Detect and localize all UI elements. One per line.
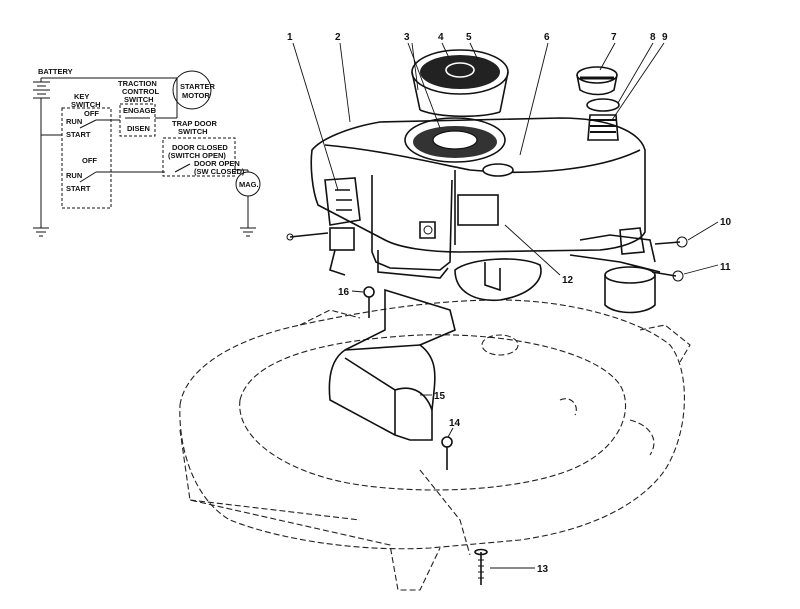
door-open-label-1: DOOR OPEN — [194, 159, 240, 168]
screw-16 — [363, 286, 375, 318]
part-callouts: 1 2 3 4 5 6 7 8 9 10 11 12 13 14 15 16 — [287, 32, 732, 575]
start-label-lower: START — [66, 184, 91, 193]
battery-symbol — [33, 81, 50, 237]
traction-label-3: SWITCH — [124, 95, 154, 104]
leader-lines — [292, 42, 719, 569]
carburetor — [569, 227, 661, 314]
run-label-upper: RUN — [66, 117, 82, 126]
callout-2: 2 — [335, 32, 341, 43]
key-switch-box — [61, 107, 112, 209]
mower-deck-phantom — [179, 299, 691, 591]
callout-6: 6 — [544, 32, 550, 43]
battery-label: BATTERY — [38, 67, 73, 76]
fuel-filler-neck — [587, 114, 619, 141]
disen-label: DISEN — [127, 124, 150, 133]
callout-11: 11 — [720, 262, 731, 273]
start-label-upper: START — [66, 130, 91, 139]
engage-label: ENGAGE — [123, 106, 156, 115]
trap-door-label-2: SWITCH — [178, 127, 208, 136]
control-bracket — [324, 177, 361, 276]
starter-motor-symbol — [172, 70, 212, 110]
callout-10: 10 — [720, 217, 732, 228]
starter-label-1: STARTER — [180, 82, 215, 91]
screw-10 — [654, 241, 681, 245]
engine-decal — [457, 194, 499, 226]
callout-3: 3 — [404, 32, 410, 43]
key-switch-label-1: KEY — [74, 92, 89, 101]
callout-9: 9 — [662, 32, 668, 43]
callout-12: 12 — [562, 275, 574, 286]
callout-4: 4 — [438, 32, 444, 43]
flywheel-screen — [404, 117, 506, 163]
trap-door-switch-box — [162, 137, 236, 177]
callout-5: 5 — [466, 32, 472, 43]
trap-door-label-1: TRAP DOOR — [172, 119, 217, 128]
oil-fill-cap — [482, 163, 514, 177]
run-label-lower: RUN — [66, 171, 82, 180]
bolt-13 — [474, 548, 488, 585]
traction-switch-box — [119, 103, 156, 137]
door-open-label-2: (SW CLOSED) — [194, 167, 245, 176]
key-switch-label-2: SWITCH — [71, 100, 101, 109]
engine-shroud — [310, 117, 646, 253]
deflector-decal — [390, 323, 400, 334]
mag-label: MAG. — [239, 180, 259, 189]
off-label-lower: OFF — [82, 156, 97, 165]
callout-8: 8 — [650, 32, 656, 43]
callout-13: 13 — [537, 564, 549, 575]
screw-14 — [441, 436, 453, 470]
wiring-schematic: BATTERY KEY SWITCH OFF RUN START OFF RUN… — [33, 67, 261, 237]
door-closed-label-1: DOOR CLOSED — [172, 143, 228, 152]
engine-assembly — [286, 49, 688, 314]
callout-16: 16 — [338, 287, 350, 298]
traction-label-1: TRACTION — [118, 79, 157, 88]
traction-label-2: CONTROL — [122, 87, 159, 96]
fuel-cap — [576, 66, 618, 96]
off-label-upper: OFF — [84, 109, 99, 118]
starter-label-2: MOTOR — [182, 91, 210, 100]
screw-11 — [651, 271, 677, 277]
cap-gasket — [586, 98, 620, 112]
callout-14: 14 — [449, 418, 461, 429]
recoil-starter — [411, 49, 509, 118]
grass-deflector — [328, 288, 456, 441]
callout-15: 15 — [434, 391, 446, 402]
bolt-left — [289, 232, 329, 238]
callout-1: 1 — [287, 32, 293, 43]
callout-7: 7 — [611, 32, 617, 43]
door-closed-label-2: (SWITCH OPEN) — [168, 151, 226, 160]
